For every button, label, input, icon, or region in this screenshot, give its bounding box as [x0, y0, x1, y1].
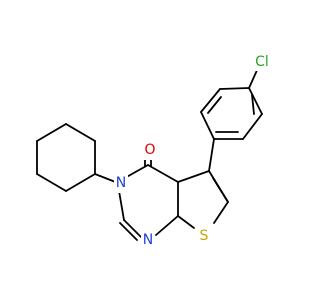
molecule-structure: Cl O N N S	[36, 54, 269, 248]
sulfur-label: S	[200, 228, 209, 244]
cyclohexyl-ring	[36, 123, 96, 192]
chlorophenyl-ring	[200, 87, 263, 140]
nitrogen-ring-label: N	[143, 232, 153, 248]
nitrogen-amide-label: N	[116, 175, 126, 191]
chlorine-label: Cl	[255, 54, 269, 70]
phenyl-link-bond	[208, 138, 215, 172]
thiophene-ring	[177, 170, 229, 229]
oxygen-label: O	[144, 142, 155, 158]
chlorine-bond	[248, 67, 259, 89]
